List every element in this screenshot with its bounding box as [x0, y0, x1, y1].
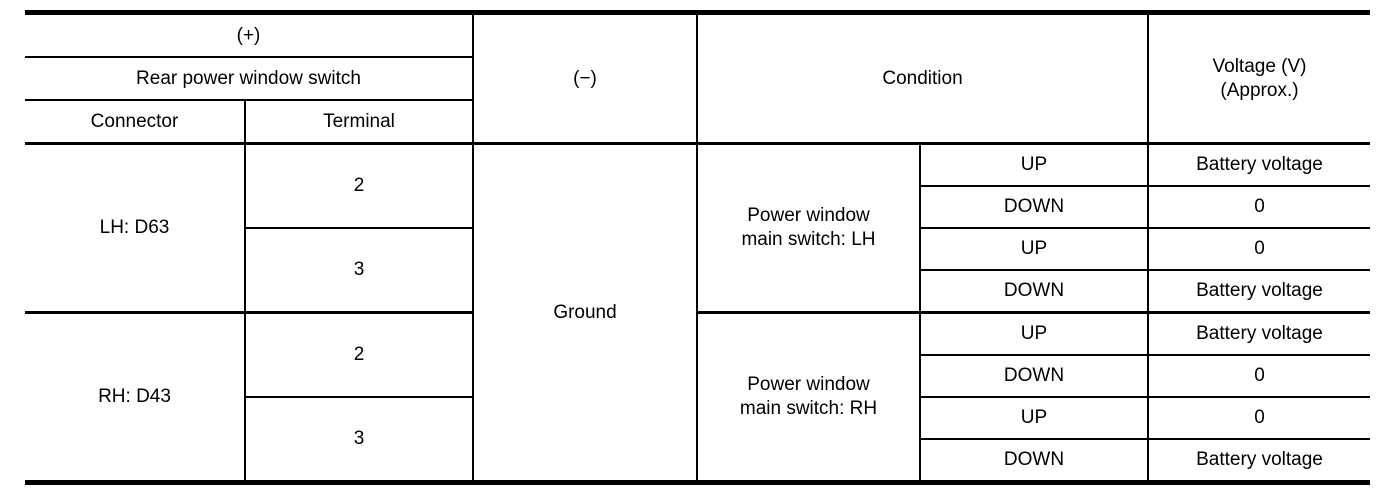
voltage-value-cell: Battery voltage — [1147, 311, 1370, 356]
table-row: DOWN Battery voltage — [25, 269, 1370, 314]
connector-cell-rh: RH: D43 — [25, 311, 246, 484]
condition-direction-cell: UP — [919, 311, 1149, 356]
header-condition-cell: Condition — [696, 11, 1149, 145]
condition-switch-line2: main switch: RH — [739, 398, 878, 419]
header-switch-group-cell: Rear power window switch — [25, 56, 474, 101]
condition-direction-cell: DOWN — [919, 438, 1149, 484]
condition-direction-cell: UP — [919, 396, 1149, 440]
condition-direction-cell: DOWN — [919, 354, 1149, 398]
table-row: 3 UP 0 — [25, 227, 1370, 314]
header-plus-cell: (+) — [25, 11, 474, 58]
table-row: LH: D63 2 Ground Power window main switc… — [25, 142, 1370, 484]
header-row-switch-group: Rear power window switch — [25, 56, 1370, 101]
condition-switch-cell-lh: Power window main switch: LH — [696, 142, 921, 314]
terminal-cell: 3 — [244, 227, 474, 314]
header-terminal-cell: Terminal — [244, 99, 474, 145]
condition-switch-line1: Power window — [747, 205, 870, 226]
condition-direction-cell: DOWN — [919, 269, 1149, 314]
voltage-value-cell: Battery voltage — [1147, 438, 1370, 484]
table-row: 3 UP 0 — [25, 396, 1370, 484]
voltage-value-cell: Battery voltage — [1147, 269, 1370, 314]
header-row-connector-terminal: Connector Terminal — [25, 99, 1370, 145]
header-connector-cell: Connector — [25, 99, 246, 145]
header-voltage-line1: Voltage (V) — [1212, 55, 1307, 77]
table-row: DOWN 0 — [25, 185, 1370, 229]
terminal-cell: 2 — [244, 311, 474, 398]
condition-switch-line1: Power window — [747, 374, 870, 395]
terminal-cell: 2 — [244, 142, 474, 229]
table-row: RH: D43 2 Power window main switch: RH U… — [25, 311, 1370, 484]
condition-direction-cell: DOWN — [919, 185, 1149, 229]
voltage-value-cell: 0 — [1147, 354, 1370, 398]
voltage-value-cell: Battery voltage — [1147, 142, 1370, 187]
condition-switch-cell-rh: Power window main switch: RH — [696, 311, 921, 484]
table-row: DOWN Battery voltage — [25, 438, 1370, 484]
condition-direction-cell: UP — [919, 227, 1149, 271]
table-row: DOWN 0 — [25, 354, 1370, 398]
header-voltage-line2: (Approx.) — [1220, 79, 1299, 101]
header-row-plus: (+) (−) Condition Voltage (V) (Approx.) — [25, 11, 1370, 145]
header-voltage-cell: Voltage (V) (Approx.) — [1147, 11, 1370, 145]
voltage-value-cell: 0 — [1147, 396, 1370, 440]
ground-cell: Ground — [472, 142, 698, 484]
header-minus-cell: (−) — [472, 11, 698, 145]
condition-direction-cell: UP — [919, 142, 1149, 187]
connector-cell-lh: LH: D63 — [25, 142, 246, 314]
voltage-value-cell: 0 — [1147, 227, 1370, 271]
voltage-check-table: (+) (−) Condition Voltage (V) (Approx.) … — [25, 10, 1370, 485]
condition-switch-line2: main switch: LH — [741, 229, 876, 250]
terminal-cell: 3 — [244, 396, 474, 484]
voltage-value-cell: 0 — [1147, 185, 1370, 229]
